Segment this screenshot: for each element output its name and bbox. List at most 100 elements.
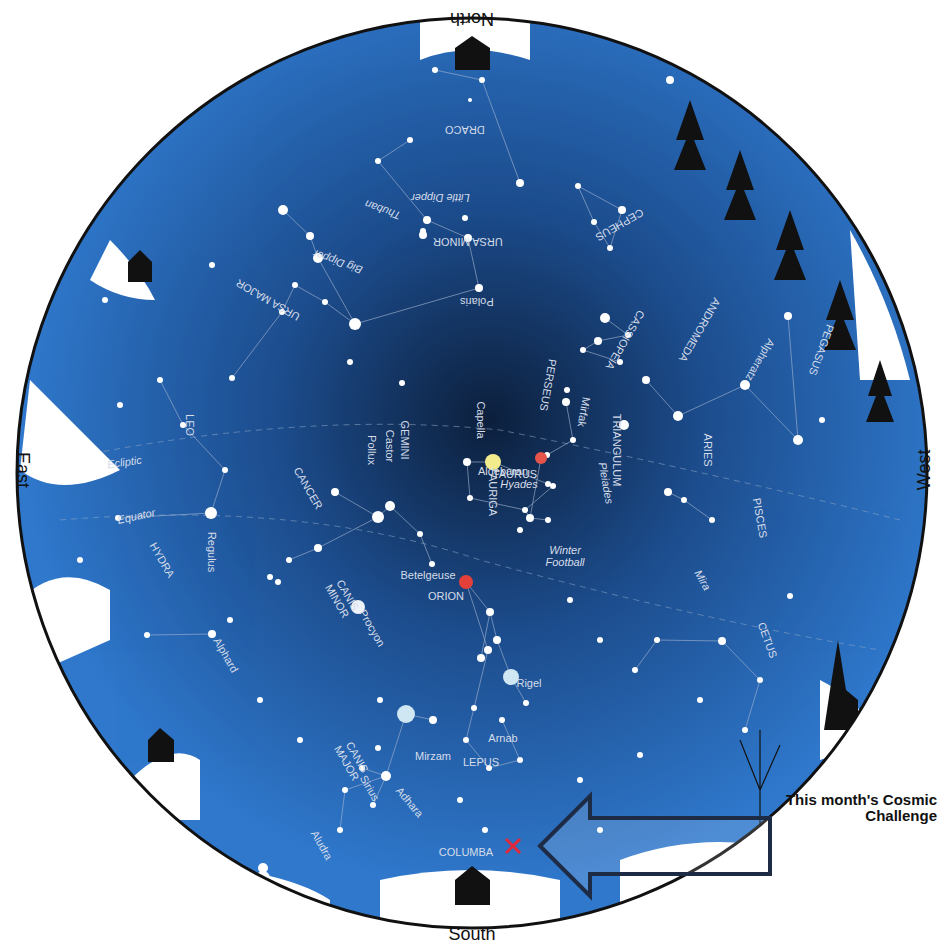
star (375, 158, 381, 164)
star (157, 377, 163, 383)
star (545, 517, 551, 523)
star (618, 206, 626, 214)
star (591, 219, 597, 225)
star (381, 771, 391, 781)
star (681, 497, 687, 503)
star (457, 797, 463, 803)
star (666, 76, 674, 84)
constellation-line (635, 640, 722, 670)
star (597, 637, 603, 643)
sky-label: DRACO (445, 124, 485, 136)
star (740, 380, 750, 390)
star (331, 488, 339, 496)
star (545, 481, 551, 487)
sky-label: Betelgeuse (400, 569, 455, 581)
constellation-line (547, 402, 573, 455)
star (594, 337, 602, 345)
star (286, 557, 292, 563)
sky-label: ORION (428, 590, 464, 602)
star (227, 617, 233, 623)
compass-label: North (450, 8, 494, 28)
compass-label: West (915, 450, 935, 491)
star (322, 299, 328, 305)
star (484, 646, 492, 654)
sky-label: Little Dipper (411, 192, 470, 204)
star (117, 402, 123, 408)
star (222, 467, 228, 473)
star (399, 380, 405, 386)
star (562, 398, 570, 406)
star (477, 654, 485, 662)
star (475, 284, 483, 292)
star (787, 593, 793, 599)
star (314, 544, 322, 552)
sky-label: COLUMBA (439, 846, 493, 858)
star (417, 531, 423, 537)
star (567, 597, 573, 603)
constellation-line (160, 380, 225, 513)
constellation-line (289, 517, 378, 560)
star (257, 697, 263, 703)
star (420, 228, 426, 234)
sky-label: TRIANGULUM (611, 414, 623, 487)
star (267, 574, 273, 580)
sky-label: AURIGA (487, 474, 499, 516)
star (229, 375, 235, 381)
sky-label: Regulus (206, 532, 218, 572)
star (632, 667, 638, 673)
star (372, 511, 384, 523)
sky-label: ARIES (702, 433, 714, 466)
constellation-line (232, 210, 355, 378)
star (709, 517, 715, 523)
star (385, 501, 395, 511)
star (637, 752, 643, 758)
sky-label: Hyades (500, 478, 537, 490)
star (718, 637, 726, 645)
sky-label: Aldebaran (478, 465, 528, 477)
star (429, 561, 435, 567)
star (208, 630, 216, 638)
star (77, 557, 83, 563)
star (342, 787, 348, 793)
star (517, 757, 523, 763)
star (462, 215, 468, 221)
star (493, 636, 501, 644)
sky-label: Winter Football (534, 544, 596, 568)
constellation-line (646, 380, 745, 416)
sky-label: Pollux (366, 435, 378, 465)
star (482, 827, 488, 833)
star (784, 312, 792, 320)
star (522, 507, 528, 513)
sky-label: Capella (475, 401, 487, 438)
constellation-line (435, 70, 520, 183)
star (479, 77, 485, 83)
star (516, 179, 524, 187)
star (577, 777, 583, 783)
star (600, 313, 610, 323)
constellation-line (722, 641, 760, 730)
constellation-line (467, 462, 553, 510)
star (486, 608, 494, 616)
star (819, 417, 825, 423)
star (697, 697, 703, 703)
star (209, 262, 215, 268)
star (468, 98, 472, 102)
star (526, 514, 534, 522)
star (471, 705, 477, 711)
star (580, 347, 586, 353)
star (377, 697, 383, 703)
sky-label: Polaris (460, 296, 494, 308)
sky-label: GEMINI (399, 420, 411, 459)
star (370, 802, 376, 808)
sky-label: LEPUS (463, 756, 499, 768)
star (347, 359, 353, 365)
star (467, 495, 473, 501)
star (144, 632, 150, 638)
star (463, 458, 471, 466)
sky-label: URSA MINOR (433, 236, 503, 248)
star (275, 579, 281, 585)
star (564, 387, 570, 393)
star (423, 216, 431, 224)
star (375, 745, 381, 751)
